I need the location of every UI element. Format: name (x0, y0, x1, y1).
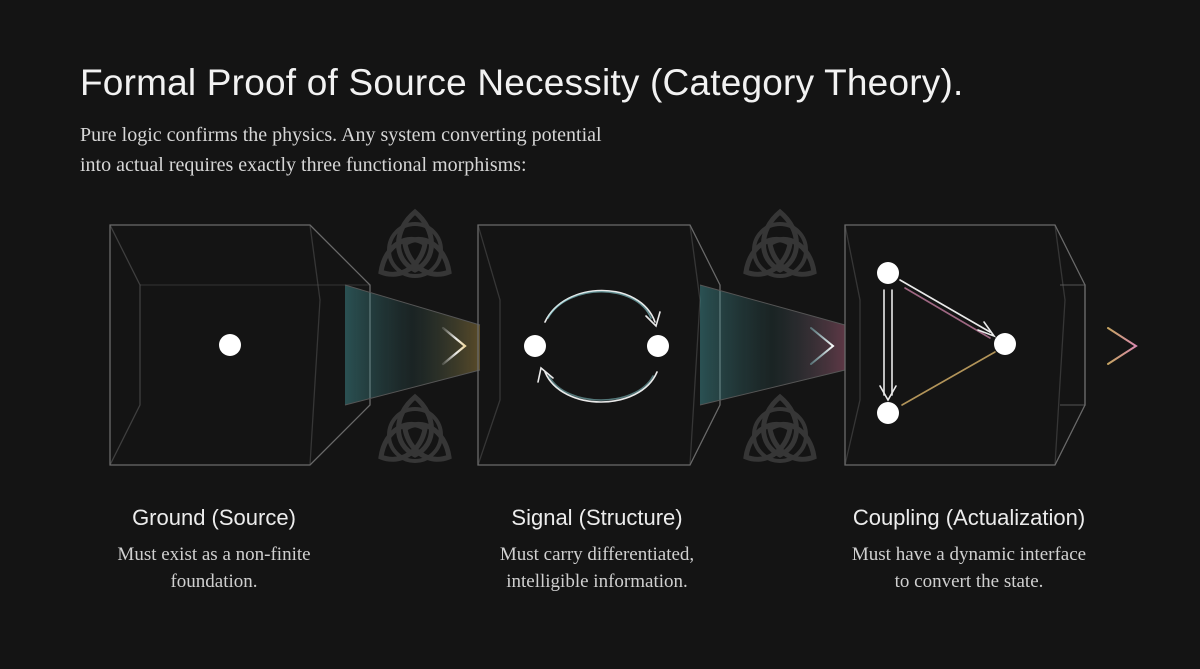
intro-line-2: into actual requires exactly three funct… (80, 154, 527, 176)
signal-frame (477, 224, 721, 466)
desc-line-2: intelligible information. (506, 571, 688, 592)
page-title: Formal Proof of Source Necessity (Catego… (80, 62, 964, 103)
morphism-arrow-2 (684, 327, 835, 365)
ground-frame (109, 224, 371, 466)
coupling-node-right (994, 333, 1016, 355)
stage-description: Must carry differentiated, intelligible … (447, 541, 747, 595)
coupling-triangle-arrows (879, 279, 997, 406)
funnel-1 (344, 284, 481, 406)
intro-text: Pure logic confirms the physics. Any sys… (80, 120, 780, 180)
morphism-arrow-1 (253, 326, 467, 366)
funnel-2 (699, 284, 846, 406)
coupling-node-top (877, 262, 899, 284)
stage-description: Must exist as a non-finite foundation. (64, 541, 364, 595)
stage-coupling: Coupling (Actualization) Must have a dyn… (819, 505, 1119, 595)
desc-line-2: foundation. (170, 571, 258, 592)
morphism-diagram (109, 190, 1138, 466)
coupling-frame (844, 224, 1086, 466)
signal-node-left (524, 335, 546, 357)
stage-name: Ground (Source) (132, 505, 296, 530)
signal-loop-arrows (537, 289, 661, 403)
desc-line-2: to convert the state. (894, 571, 1044, 592)
coupling-node-bottom (877, 402, 899, 424)
stage-ground: Ground (Source) Must exist as a non-fini… (64, 505, 364, 595)
ground-node (219, 334, 241, 356)
stage-name: Signal (Structure) (511, 505, 683, 530)
desc-line-1: Must carry differentiated, (499, 544, 695, 565)
desc-line-1: Must exist as a non-finite (117, 544, 311, 565)
nodes (219, 262, 1016, 424)
intro-line-1: Pure logic confirms the physics. Any sys… (80, 124, 602, 146)
stage-description: Must have a dynamic interface to convert… (819, 541, 1119, 595)
morphism-arrow-3 (1031, 327, 1138, 365)
stage-name: Coupling (Actualization) (852, 505, 1086, 530)
signal-node-right (647, 335, 669, 357)
stage-signal: Signal (Structure) Must carry differenti… (447, 505, 747, 595)
desc-line-1: Must have a dynamic interface (851, 544, 1087, 565)
